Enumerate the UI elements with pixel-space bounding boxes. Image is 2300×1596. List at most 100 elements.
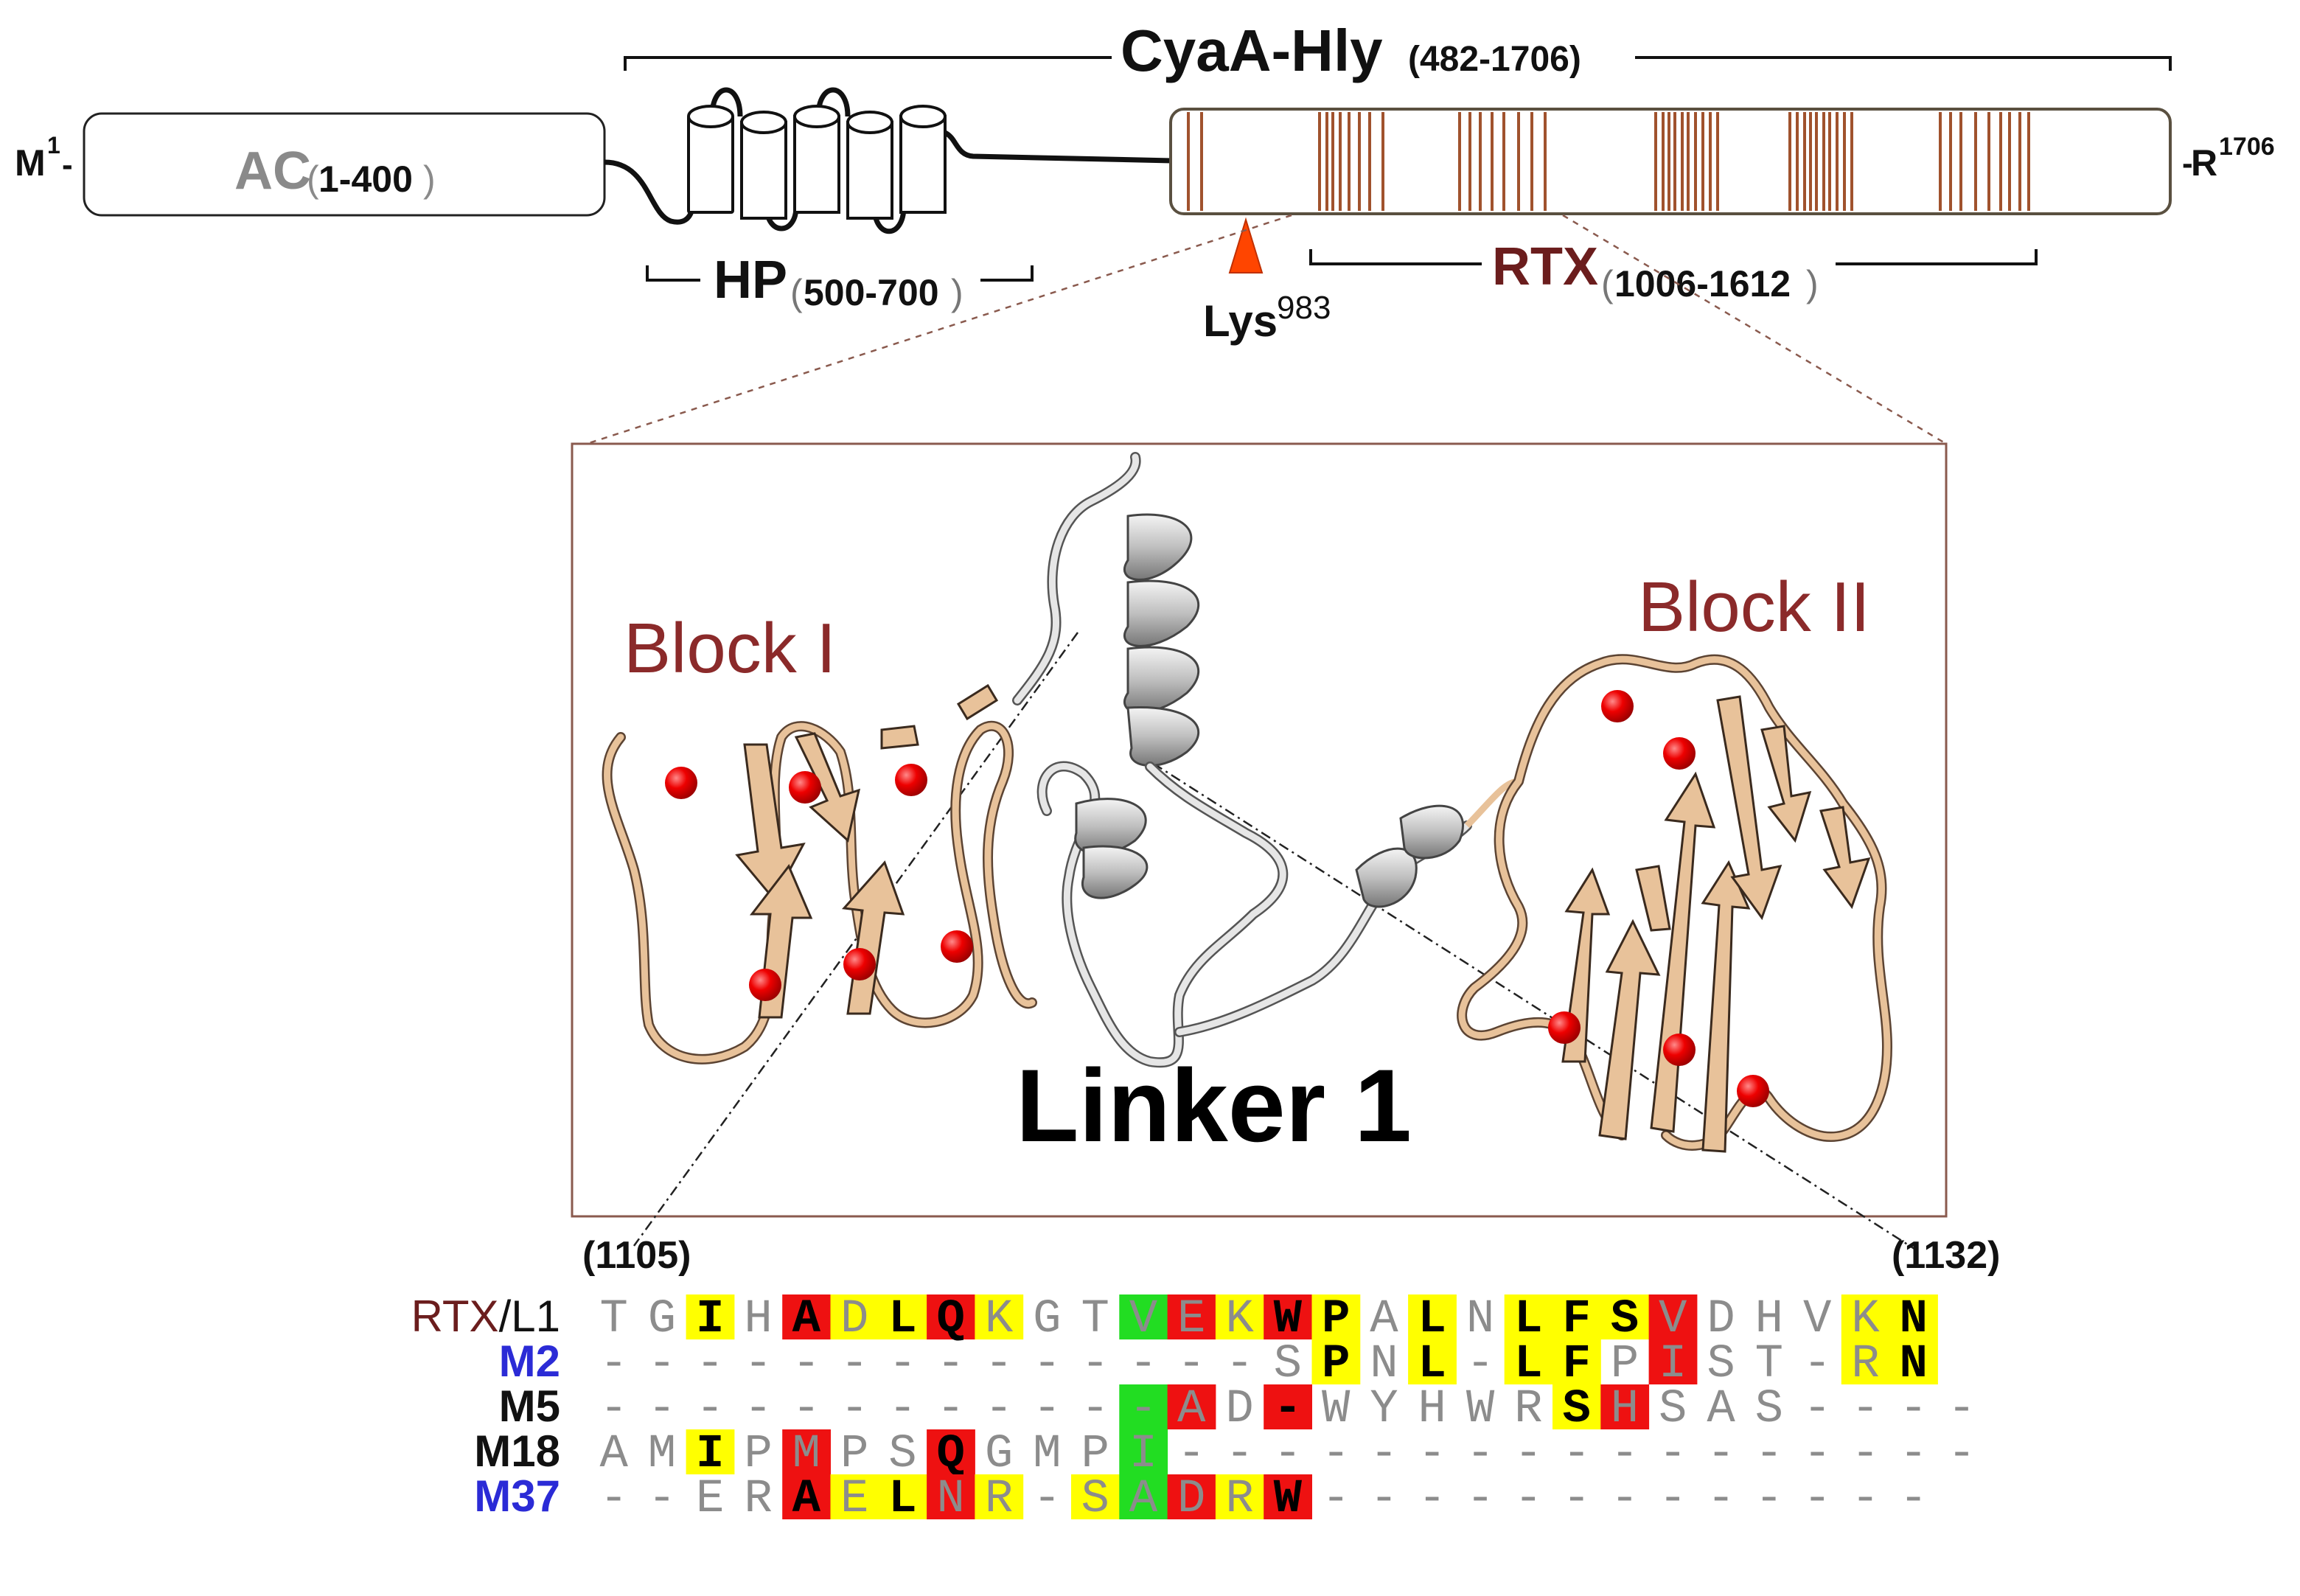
alignment-residue: T xyxy=(1755,1338,1783,1391)
rtx-domain-name: RTX xyxy=(1492,237,1598,296)
alignment-residue: S xyxy=(1274,1338,1302,1391)
alignment-residue: A xyxy=(599,1428,628,1481)
alignment-residue: A xyxy=(1707,1383,1735,1436)
alignment-highlight xyxy=(1552,1339,1601,1384)
c-terminus-sup: 1706 xyxy=(2219,133,2275,161)
alignment-residue: - xyxy=(840,1383,868,1436)
alignment-highlight xyxy=(1600,1294,1650,1339)
alignment-highlight xyxy=(878,1474,927,1519)
alignment-residue: - xyxy=(888,1383,916,1436)
alignment-residue: S xyxy=(1611,1293,1639,1346)
alignment-residue: R xyxy=(985,1473,1013,1526)
hp-range: 500-700 xyxy=(804,272,939,313)
alignment-residue: - xyxy=(1803,1338,1831,1391)
alignment-highlight xyxy=(1071,1474,1120,1519)
alignment-residue: - xyxy=(1659,1473,1687,1526)
alignment-residue: - xyxy=(1755,1473,1783,1526)
rtx-bracket xyxy=(1309,249,2038,265)
alignment-residue: - xyxy=(648,1383,676,1436)
calcium-ion-icon xyxy=(1737,1075,1769,1107)
calcium-ion-icon xyxy=(749,969,781,1001)
alignment-residue: - xyxy=(1225,1428,1253,1481)
alignment-residue: P xyxy=(840,1428,868,1481)
alignment-residue: R xyxy=(1514,1383,1542,1436)
hp-domain-name: HP xyxy=(714,251,787,310)
alignment-highlight xyxy=(1264,1294,1312,1339)
alignment-residue: R xyxy=(1225,1473,1253,1526)
alignment-residue: F xyxy=(1562,1293,1590,1346)
alignment-residue: - xyxy=(1900,1473,1928,1526)
alignment-residue: - xyxy=(1274,1383,1302,1436)
alignment-guide-lines xyxy=(632,632,1917,1252)
alignment-residue: - xyxy=(1033,1473,1061,1526)
alignment-end-position: (1132) xyxy=(1892,1234,2000,1277)
lys-sup: 983 xyxy=(1277,290,1331,326)
alignment-residue: - xyxy=(1514,1428,1542,1481)
alignment-residue: - xyxy=(1418,1473,1446,1526)
alignment-highlight xyxy=(1119,1429,1168,1474)
alignment-residue: V xyxy=(1803,1293,1832,1346)
alignment-residue: - xyxy=(648,1338,676,1391)
alignment-residue: - xyxy=(599,1473,627,1526)
alignment-residue: D xyxy=(840,1293,868,1346)
zoom-guide-lines xyxy=(586,214,1947,445)
ac-range: 1-400 xyxy=(318,158,413,200)
ac-open-paren: ( xyxy=(307,158,319,200)
alignment-residue: Q xyxy=(937,1293,965,1346)
alignment-residue: - xyxy=(937,1383,965,1436)
alignment-residue: L xyxy=(1418,1338,1446,1391)
alignment-residue: - xyxy=(1707,1428,1735,1481)
alignment-residue: N xyxy=(1370,1338,1398,1391)
alignment-highlight xyxy=(1889,1339,1938,1384)
alignment-residue: - xyxy=(1851,1473,1879,1526)
alignment-residue: V xyxy=(1659,1293,1687,1346)
alignment-highlight xyxy=(927,1294,975,1339)
calcium-ion-icon xyxy=(895,764,927,796)
calcium-ion-icon xyxy=(1663,1034,1696,1066)
alignment-residue: - xyxy=(1851,1428,1879,1481)
cyaa-hly-bracket xyxy=(624,56,2172,71)
hp-close-paren: ) xyxy=(951,272,963,313)
alignment-residue: - xyxy=(840,1338,868,1391)
alignment-residue: R xyxy=(744,1473,772,1526)
alignment-residue: - xyxy=(1803,1473,1831,1526)
hp-region xyxy=(604,87,1173,234)
alignment-residue: - xyxy=(1466,1428,1494,1481)
alignment-residue: S xyxy=(1707,1338,1735,1391)
c-terminus-dash: - xyxy=(2182,145,2193,181)
alignment-residue: L xyxy=(1514,1338,1542,1391)
alignment-residue: - xyxy=(1081,1338,1109,1391)
alignment-residue: H xyxy=(744,1293,772,1346)
alignment-residue: D xyxy=(1707,1293,1735,1346)
alignment-residue: - xyxy=(1900,1428,1928,1481)
alignment-residue: A xyxy=(1129,1473,1158,1526)
alignment-highlight xyxy=(1167,1384,1216,1429)
alignment-highlight xyxy=(782,1294,831,1339)
cyaa-hly-title: CyaA-Hly xyxy=(1121,18,1383,83)
lys-marker-icon xyxy=(1228,217,1264,273)
alignment-residue: Q xyxy=(937,1428,965,1481)
alignment-residue: D xyxy=(1225,1383,1253,1436)
alignment-highlight xyxy=(1311,1339,1361,1384)
calcium-ion-icon xyxy=(1601,690,1634,722)
alignment-residue: M xyxy=(648,1428,676,1481)
alignment-residue: T xyxy=(599,1293,627,1346)
alignment-residue: - xyxy=(1081,1383,1109,1436)
alignment-residue: S xyxy=(1659,1383,1687,1436)
alignment-residue: K xyxy=(985,1293,1014,1346)
alignment-residue: - xyxy=(1418,1428,1446,1481)
alignment-residue: - xyxy=(1177,1338,1205,1391)
alignment-residue: - xyxy=(1707,1473,1735,1526)
alignment-residue: - xyxy=(1948,1428,1976,1481)
alignment-residue: - xyxy=(1370,1473,1398,1526)
alignment-residue: G xyxy=(648,1293,676,1346)
alignment-row-label: M37 xyxy=(474,1471,560,1521)
alignment-residue: M xyxy=(1033,1428,1061,1481)
alignment-highlight xyxy=(1841,1339,1890,1384)
calcium-ion-icon xyxy=(1663,737,1696,770)
rtx-close-paren: ) xyxy=(1806,263,1819,304)
alignment-highlight xyxy=(1119,1294,1168,1339)
calcium-ion-icon xyxy=(665,767,697,799)
alignment-highlight xyxy=(1552,1294,1601,1339)
calcium-ions xyxy=(665,690,1769,1107)
